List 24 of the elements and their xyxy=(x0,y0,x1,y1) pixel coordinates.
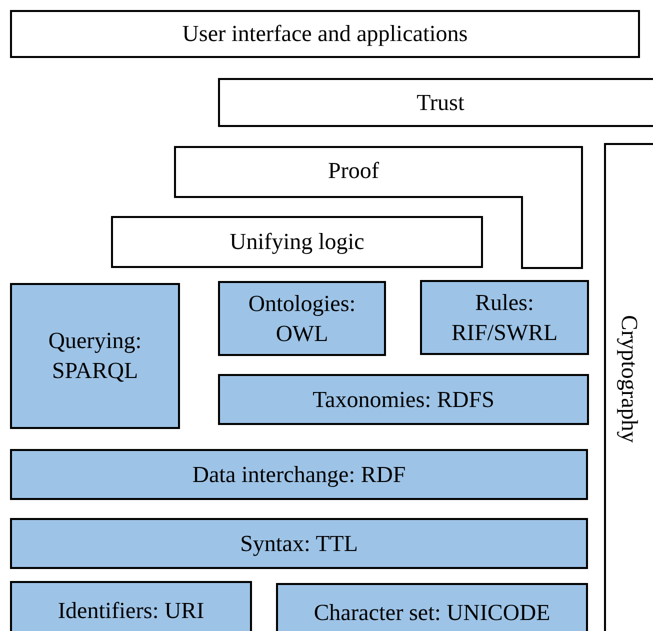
layer-label: Taxonomies: RDFS xyxy=(312,386,494,414)
layer-label: Trust xyxy=(416,88,464,117)
layer-box xyxy=(111,216,483,268)
layer-label: User interface and applications xyxy=(182,20,468,48)
layer-box xyxy=(218,281,386,356)
layer-box xyxy=(10,581,252,631)
layer-label: Unifying logic xyxy=(230,228,364,256)
layer-box xyxy=(10,449,588,500)
layer-label: Character set: UNICODE xyxy=(314,599,550,628)
layer-box xyxy=(10,283,180,429)
layer-box xyxy=(10,10,640,58)
layer-box xyxy=(420,280,589,355)
layer-label: Querying: SPARQL xyxy=(47,327,143,385)
layer-label: Identifiers: URI xyxy=(58,597,204,626)
layer-box xyxy=(218,78,653,127)
layer-label: Ontologies: OWL xyxy=(247,290,357,348)
layer-box xyxy=(10,518,588,569)
layer-box xyxy=(218,374,589,425)
layer-label: Proof xyxy=(328,157,380,185)
layer-box xyxy=(276,583,588,631)
layer-label: Cryptography xyxy=(616,315,643,443)
layer-label: Data interchange: RDF xyxy=(192,460,406,489)
layer-label: Syntax: TTL xyxy=(240,530,358,558)
layer-label: Rules: RIF/SWRL xyxy=(450,288,559,346)
